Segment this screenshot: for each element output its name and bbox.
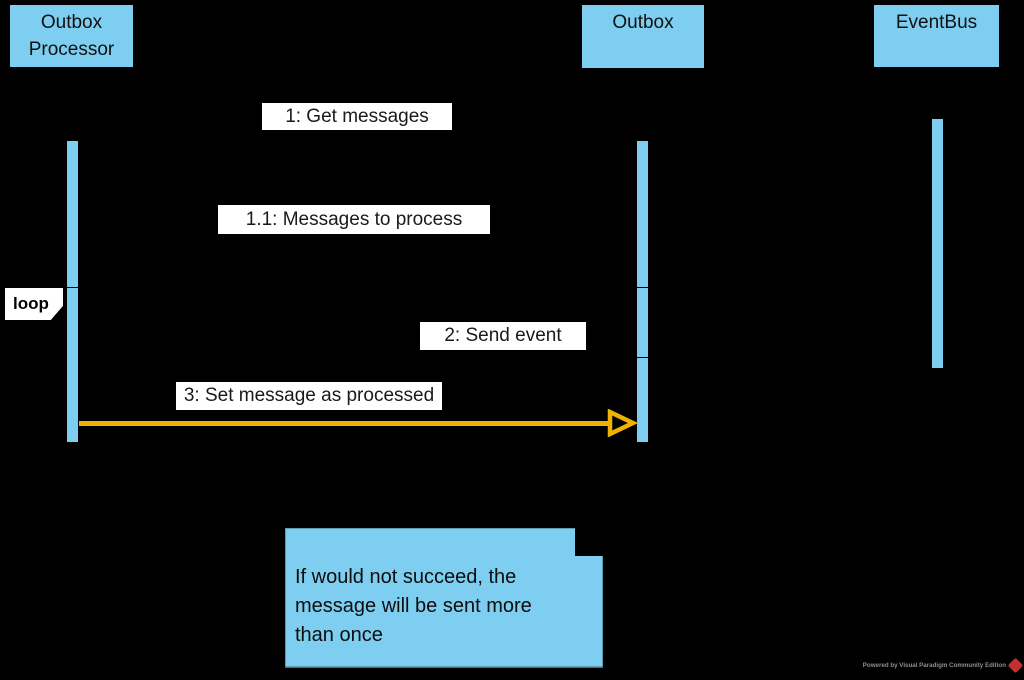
message-text: 1.1: Messages to process bbox=[245, 208, 463, 230]
participant-label: EventBus bbox=[895, 12, 978, 33]
message-arrow-shaft bbox=[79, 421, 610, 426]
message-label-get-messages: 1: Get messages bbox=[262, 103, 452, 130]
participant-outbox: Outbox bbox=[581, 4, 705, 69]
activation-bar-outbox-processor-2 bbox=[66, 287, 79, 443]
activation-bar-outbox-processor-1 bbox=[66, 140, 79, 288]
open-arrowhead-icon bbox=[607, 409, 637, 437]
watermark: Powered by Visual Paradigm Community Edi… bbox=[775, 656, 1024, 674]
visual-paradigm-logo-icon bbox=[1007, 657, 1024, 673]
activation-bar-outbox-1 bbox=[636, 140, 649, 288]
activation-bar-outbox-2 bbox=[636, 287, 649, 358]
message-text: 3: Set message as processed bbox=[183, 385, 435, 406]
message-label-set-message-processed: 3: Set message as processed bbox=[176, 382, 442, 410]
activation-bar-eventbus bbox=[931, 118, 944, 369]
loop-label: loop bbox=[13, 294, 49, 313]
loop-fragment-operator: loop bbox=[5, 288, 63, 320]
message-label-messages-to-process: 1.1: Messages to process bbox=[218, 205, 490, 234]
participant-eventbus: EventBus bbox=[873, 4, 1000, 68]
participant-label: Outbox Processor bbox=[28, 12, 115, 60]
note: If would not succeed, the message will b… bbox=[285, 528, 603, 668]
watermark-text: Powered by Visual Paradigm Community Edi… bbox=[862, 661, 1006, 669]
participant-label: Outbox bbox=[612, 12, 674, 33]
activation-bar-outbox-3 bbox=[636, 357, 649, 443]
message-text: 2: Send event bbox=[444, 325, 562, 346]
participant-outbox-processor: Outbox Processor bbox=[9, 4, 134, 68]
message-text: 1: Get messages bbox=[285, 105, 429, 127]
note-text: If would not succeed, the message will b… bbox=[295, 566, 532, 646]
message-label-send-event: 2: Send event bbox=[420, 322, 586, 350]
